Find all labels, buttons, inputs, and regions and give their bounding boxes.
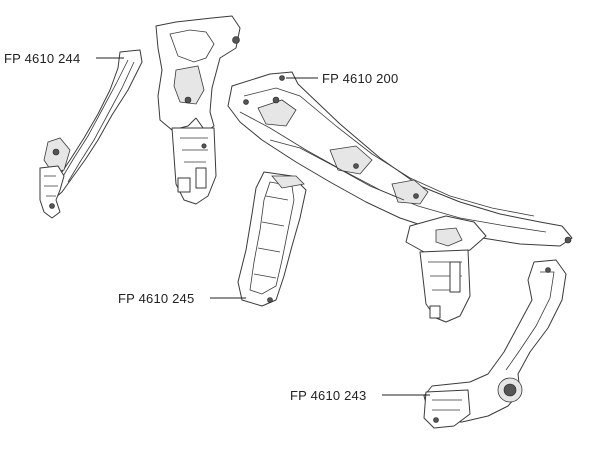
callout-label-244: FP 4610 244	[4, 51, 81, 66]
part-245-support-frame	[237, 171, 307, 307]
part-243-lower-rail	[423, 259, 567, 429]
part-200-cross-member	[227, 71, 573, 323]
left-upper-bracket	[155, 15, 241, 205]
part-244-side-rail	[39, 49, 143, 219]
callout-label-200: FP 4610 200	[322, 71, 399, 86]
leader-lines	[96, 57, 430, 396]
callout-label-243: FP 4610 243	[290, 388, 367, 403]
callout-label-245: FP 4610 245	[118, 291, 195, 306]
